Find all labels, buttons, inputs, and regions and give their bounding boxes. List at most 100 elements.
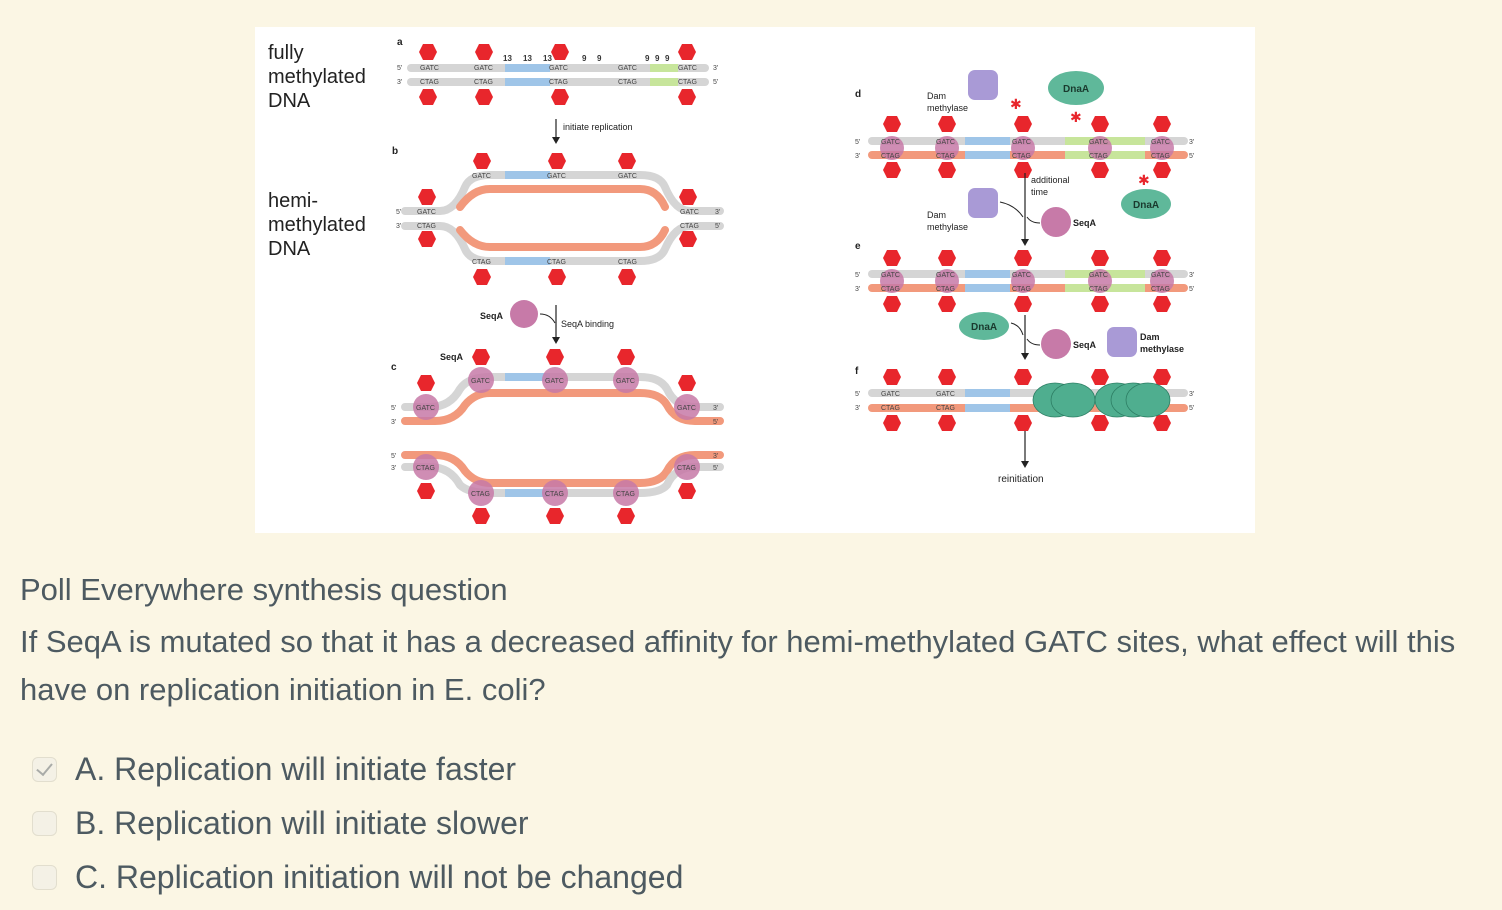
svg-text:SeqA: SeqA bbox=[1073, 218, 1097, 228]
option-b[interactable]: B. Replication will initiate slower bbox=[32, 796, 683, 850]
label-time: time bbox=[1031, 187, 1048, 197]
blocked-x-icon-d1: ✱ bbox=[1010, 96, 1022, 112]
svg-text:GATC: GATC bbox=[618, 65, 637, 72]
blocked-x-icon-e: ✱ bbox=[1138, 172, 1150, 188]
svg-text:GATC: GATC bbox=[547, 173, 566, 180]
option-c-checkbox[interactable] bbox=[32, 864, 57, 890]
dam-methylase-icon-f bbox=[1107, 327, 1137, 357]
seqa-protein-icon bbox=[510, 300, 538, 328]
option-b-label: B. Replication will initiate slower bbox=[75, 804, 529, 841]
svg-text:3': 3' bbox=[396, 223, 401, 230]
label-fully: fully bbox=[268, 42, 304, 64]
panel-f: GATC CTAG GATC CTAG 5' 3' 3' 5' bbox=[855, 369, 1194, 431]
svg-text:DnaA: DnaA bbox=[971, 322, 997, 333]
svg-text:GATC: GATC bbox=[936, 272, 955, 279]
label-dna-1: DNA bbox=[268, 90, 311, 112]
svg-text:5': 5' bbox=[391, 405, 396, 412]
svg-text:3': 3' bbox=[855, 405, 860, 412]
label-hemi: hemi- bbox=[268, 190, 318, 212]
dnaa-icon-e bbox=[1121, 189, 1171, 219]
svg-text:GATC: GATC bbox=[471, 378, 490, 385]
svg-text:GATC: GATC bbox=[881, 272, 900, 279]
svg-text:13: 13 bbox=[523, 54, 532, 63]
svg-text:GATC: GATC bbox=[1151, 139, 1170, 146]
svg-text:CTAG: CTAG bbox=[549, 79, 568, 86]
label-seqa-binding: SeqA binding bbox=[561, 319, 614, 329]
svg-text:CTAG: CTAG bbox=[936, 286, 955, 293]
svg-text:3': 3' bbox=[713, 453, 718, 460]
svg-text:CTAG: CTAG bbox=[545, 491, 564, 498]
svg-text:5': 5' bbox=[855, 391, 860, 398]
svg-text:9: 9 bbox=[665, 54, 670, 63]
poll-question: If SeqA is mutated so that it has a decr… bbox=[20, 624, 1456, 707]
svg-text:5': 5' bbox=[1189, 286, 1194, 293]
svg-text:5': 5' bbox=[391, 453, 396, 460]
svg-text:GATC: GATC bbox=[420, 65, 439, 72]
svg-text:GATC: GATC bbox=[416, 405, 435, 412]
seqa-icon-e bbox=[1041, 207, 1071, 237]
panel-e: GATC CTAG GATC CTAG GATC CTAG GATC CTAG … bbox=[855, 250, 1194, 312]
svg-text:GATC: GATC bbox=[616, 378, 635, 385]
svg-text:5': 5' bbox=[396, 209, 401, 216]
svg-text:methylase: methylase bbox=[927, 222, 968, 232]
svg-text:9: 9 bbox=[645, 54, 650, 63]
svg-text:CTAG: CTAG bbox=[1012, 153, 1031, 160]
option-a-checkbox[interactable] bbox=[32, 756, 57, 782]
svg-text:Dam: Dam bbox=[927, 91, 946, 101]
svg-text:CTAG: CTAG bbox=[881, 286, 900, 293]
svg-text:CTAG: CTAG bbox=[1151, 153, 1170, 160]
dam-methylase-icon-e bbox=[968, 188, 998, 218]
svg-text:9: 9 bbox=[582, 54, 587, 63]
svg-text:3': 3' bbox=[1189, 391, 1194, 398]
panel-letter-c: c bbox=[391, 362, 397, 373]
svg-text:3': 3' bbox=[1189, 139, 1194, 146]
svg-text:DnaA: DnaA bbox=[1063, 84, 1089, 95]
svg-text:CTAG: CTAG bbox=[474, 79, 493, 86]
svg-text:CTAG: CTAG bbox=[881, 405, 900, 412]
panel-letter-d: d bbox=[855, 89, 861, 100]
svg-text:13: 13 bbox=[503, 54, 512, 63]
figure-svg: fully methylated DNA hemi- methylated DN… bbox=[268, 37, 1194, 524]
panel-b-bubble: GATC GATC GATC GATC CTAG GATC CTAG CTAG … bbox=[396, 153, 724, 285]
option-b-checkbox[interactable] bbox=[32, 810, 57, 836]
option-c[interactable]: C. Replication initiation will not be ch… bbox=[32, 850, 683, 904]
svg-text:CTAG: CTAG bbox=[936, 405, 955, 412]
svg-text:3': 3' bbox=[397, 79, 402, 86]
svg-text:3': 3' bbox=[1189, 272, 1194, 279]
option-a-label: A. Replication will initiate faster bbox=[75, 750, 517, 787]
svg-text:CTAG: CTAG bbox=[416, 465, 435, 472]
svg-text:methylase: methylase bbox=[1140, 344, 1184, 354]
answer-options: A. Replication will initiate faster B. R… bbox=[32, 742, 683, 904]
option-a[interactable]: A. Replication will initiate faster bbox=[32, 742, 683, 796]
svg-text:CTAG: CTAG bbox=[677, 465, 696, 472]
panel-letter-e: e bbox=[855, 241, 861, 252]
svg-text:9: 9 bbox=[655, 54, 660, 63]
svg-text:SeqA: SeqA bbox=[1073, 340, 1097, 350]
svg-text:GATC: GATC bbox=[1089, 139, 1108, 146]
svg-text:3': 3' bbox=[715, 209, 720, 216]
svg-text:5': 5' bbox=[1189, 405, 1194, 412]
svg-text:3': 3' bbox=[391, 465, 396, 472]
poll-title: Poll Everywhere synthesis question bbox=[20, 572, 508, 607]
svg-text:SeqA: SeqA bbox=[440, 352, 464, 362]
svg-text:GATC: GATC bbox=[1089, 272, 1108, 279]
svg-text:GATC: GATC bbox=[1012, 272, 1031, 279]
dnaa-icon-d bbox=[1048, 71, 1104, 105]
svg-text:CTAG: CTAG bbox=[417, 223, 436, 230]
label-methylated-2: methylated bbox=[268, 214, 366, 236]
svg-text:3': 3' bbox=[391, 419, 396, 426]
svg-text:5': 5' bbox=[713, 419, 718, 426]
label-seqa-protein: SeqA bbox=[480, 311, 504, 321]
svg-text:5': 5' bbox=[713, 79, 718, 86]
svg-text:13: 13 bbox=[543, 54, 552, 63]
svg-text:GATC: GATC bbox=[549, 65, 568, 72]
svg-text:5': 5' bbox=[1189, 153, 1194, 160]
svg-text:GATC: GATC bbox=[936, 139, 955, 146]
panel-letter-a: a bbox=[397, 37, 403, 48]
svg-text:CTAG: CTAG bbox=[1151, 286, 1170, 293]
label-additional: additional bbox=[1031, 175, 1070, 185]
svg-text:GATC: GATC bbox=[680, 209, 699, 216]
svg-text:GATC: GATC bbox=[545, 378, 564, 385]
svg-text:CTAG: CTAG bbox=[936, 153, 955, 160]
svg-text:3': 3' bbox=[855, 286, 860, 293]
